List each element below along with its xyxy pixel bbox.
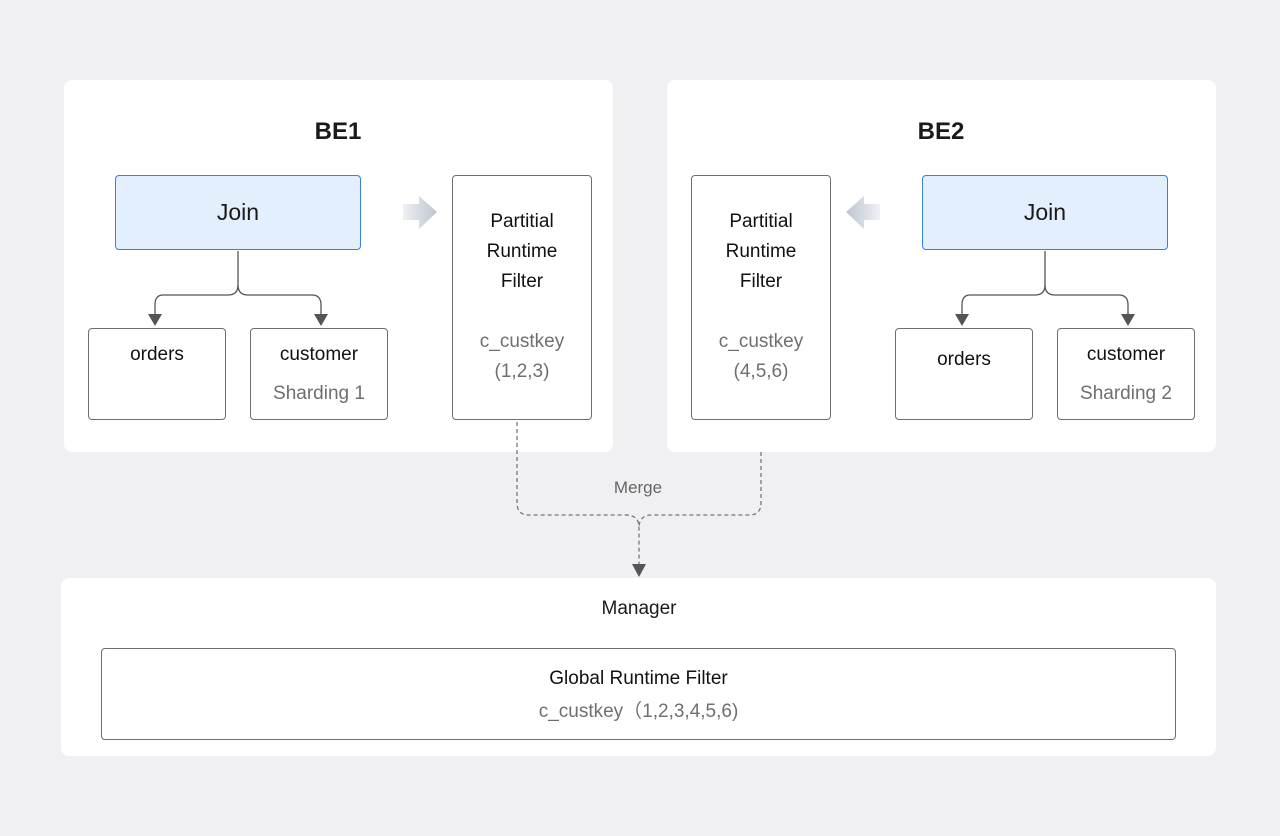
be1-arrowhead-orders: [148, 314, 162, 326]
be2-filter-key: c_custkey: [718, 331, 804, 352]
be2-filter-line-2: Runtime: [725, 241, 797, 262]
be1-filter-line-3: Filter: [500, 271, 544, 292]
be1-filter-key: c_custkey: [479, 331, 565, 352]
be2-filter-line-1: Partitial: [729, 211, 793, 232]
be2-filter-values: (4,5,6): [733, 361, 789, 382]
be2-join-node: Join: [922, 175, 1168, 250]
be1-customer-label: customer: [279, 344, 359, 365]
be1-filter-line-2: Runtime: [486, 241, 558, 262]
be2-title: BE2: [917, 118, 965, 145]
be1-filter-line-1: Partitial: [490, 211, 554, 232]
be2-orders-node: orders: [895, 328, 1033, 420]
be2-customer-node: customer Sharding 2: [1057, 328, 1195, 420]
global-filter-node: Global Runtime Filter c_custkey（1,2,3,4,…: [101, 648, 1176, 740]
be1-title: BE1: [314, 118, 362, 145]
be1-partial-filter-node: Partitial Runtime Filter c_custkey (1,2,…: [452, 175, 592, 420]
be2-sharding-label: Sharding 2: [1080, 383, 1172, 404]
be2-arrowhead-customer: [1121, 314, 1135, 326]
be2-partial-filter-node: Partitial Runtime Filter c_custkey (4,5,…: [691, 175, 831, 420]
be1-orders-node: orders: [88, 328, 226, 420]
be1-sharding-label: Sharding 1: [273, 383, 365, 404]
be1-arrowhead-customer: [314, 314, 328, 326]
merge-label: Merge: [613, 478, 663, 497]
merge-arrowhead: [632, 564, 646, 577]
be1-customer-node: customer Sharding 1: [250, 328, 388, 420]
be2-join-connector: [961, 251, 1129, 320]
global-filter-value: c_custkey（1,2,3,4,5,6): [538, 701, 739, 722]
be1-filter-values: (1,2,3): [494, 361, 550, 382]
be2-flow-arrow-icon: [846, 196, 880, 229]
be2-orders-label: orders: [937, 349, 991, 370]
be1-join-node: Join: [115, 175, 361, 250]
be2-arrowhead-orders: [955, 314, 969, 326]
be1-join-connector: [154, 251, 322, 320]
manager-title: Manager: [601, 598, 677, 619]
be1-flow-arrow-icon: [403, 196, 437, 229]
merge-connector: [516, 422, 762, 565]
be2-customer-label: customer: [1086, 344, 1166, 365]
global-filter-title: Global Runtime Filter: [549, 668, 728, 689]
be1-orders-label: orders: [130, 344, 184, 365]
be2-filter-line-3: Filter: [739, 271, 783, 292]
